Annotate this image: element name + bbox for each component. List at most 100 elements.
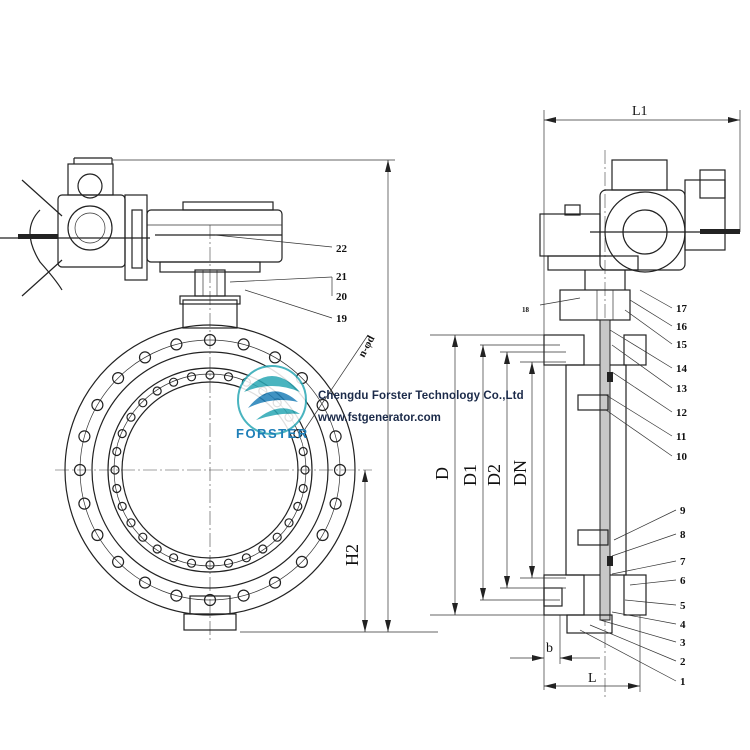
leader-line bbox=[639, 289, 673, 309]
valve-shaft bbox=[599, 319, 611, 621]
part-label-4: 4 bbox=[680, 619, 686, 631]
bolt-hole bbox=[329, 497, 342, 510]
outer-flange bbox=[64, 324, 356, 616]
seat-bolt bbox=[138, 532, 148, 542]
side-mounting-plate bbox=[547, 255, 639, 271]
seat-bolt bbox=[117, 501, 127, 511]
part-numbers: 22 21 20 19 18 17 16 15 14 13 12 11 10 9… bbox=[336, 243, 688, 688]
part-label-2: 2 bbox=[680, 656, 686, 668]
seat-bolt bbox=[205, 560, 215, 570]
seat-bolt bbox=[186, 558, 197, 568]
side-body bbox=[565, 364, 627, 576]
part-label-13: 13 bbox=[676, 383, 688, 395]
bolt-hole bbox=[91, 528, 104, 542]
bolt-hole bbox=[170, 589, 183, 602]
leader-line bbox=[589, 624, 677, 662]
bolt-hole bbox=[316, 528, 329, 542]
seat-bolt bbox=[126, 518, 136, 528]
part-label-20: 20 bbox=[336, 291, 348, 303]
side-gear-box bbox=[539, 213, 601, 257]
leader-line bbox=[605, 409, 673, 457]
bore-circle bbox=[121, 381, 299, 559]
holes-leader bbox=[302, 334, 369, 433]
bolt-hole bbox=[111, 555, 125, 569]
seat-bolt bbox=[284, 518, 294, 528]
bolt-circle bbox=[79, 339, 341, 601]
part-label-16: 16 bbox=[676, 321, 688, 333]
bottom-plug bbox=[566, 614, 613, 634]
disc-upper-section bbox=[577, 394, 609, 411]
motor-top-box bbox=[67, 163, 114, 196]
dim-label-d2: D2 bbox=[484, 464, 504, 486]
seat-bolt bbox=[112, 483, 122, 494]
dim-label-d: D bbox=[432, 467, 452, 480]
part-label-5: 5 bbox=[680, 600, 686, 612]
brand-logo bbox=[237, 365, 307, 435]
bolt-hole bbox=[268, 351, 282, 364]
bolt-hole bbox=[237, 589, 250, 602]
seat-bolt bbox=[258, 544, 268, 554]
seat-bolt bbox=[205, 370, 215, 380]
leader-line bbox=[629, 579, 677, 586]
dim-label-d1: D1 bbox=[460, 464, 480, 486]
bolt-hole bbox=[268, 576, 282, 589]
watermark-url: www.fstgenerator.com bbox=[318, 412, 441, 424]
part-label-3: 3 bbox=[680, 637, 686, 649]
seat-bolt bbox=[169, 377, 179, 387]
part-leaders bbox=[579, 289, 677, 682]
part-label-10: 10 bbox=[676, 451, 688, 463]
seat-bolt bbox=[241, 553, 251, 563]
part-label-21: 21 bbox=[336, 271, 347, 283]
leader-line bbox=[579, 629, 677, 682]
valve-neck bbox=[182, 299, 238, 329]
seat-bolt bbox=[223, 372, 234, 382]
inner-flange-ring bbox=[107, 367, 313, 573]
bolt-hole bbox=[78, 497, 91, 510]
side-right-flange-top bbox=[623, 334, 647, 366]
dim-label-l1: L1 bbox=[632, 104, 648, 119]
seat-bolt bbox=[152, 544, 162, 554]
part-label-1: 1 bbox=[680, 676, 686, 688]
side-left-flange-bottom bbox=[543, 574, 585, 616]
leader-line bbox=[629, 299, 673, 327]
part-label-7: 7 bbox=[680, 556, 686, 568]
dim-label-holes: n-φd bbox=[356, 334, 377, 360]
side-motor bbox=[684, 179, 726, 251]
bolt-hole bbox=[170, 338, 183, 351]
side-right-flange-bottom bbox=[623, 574, 647, 616]
side-top-cover bbox=[611, 159, 668, 191]
watermark-brand: FORSTER bbox=[236, 426, 309, 441]
part-label-14: 14 bbox=[676, 363, 688, 375]
seat-bolt bbox=[298, 446, 308, 457]
front-view bbox=[0, 157, 438, 640]
leader-line bbox=[611, 371, 673, 413]
yoke bbox=[194, 269, 226, 297]
side-yoke bbox=[559, 289, 631, 321]
bottom-cap bbox=[183, 613, 237, 631]
leader-line bbox=[624, 599, 677, 606]
bolt-hole bbox=[237, 338, 250, 351]
handwheel-spoke bbox=[21, 179, 63, 217]
handwheel-hub bbox=[67, 205, 113, 251]
gear-box bbox=[146, 209, 283, 263]
seat-bolt bbox=[138, 398, 148, 408]
bolt-hole bbox=[316, 398, 329, 412]
part-label-22: 22 bbox=[336, 243, 348, 255]
bolt-hole bbox=[138, 576, 152, 589]
seat-bolt bbox=[152, 386, 162, 396]
part-label-8: 8 bbox=[680, 529, 686, 541]
bolt-hole bbox=[78, 430, 91, 443]
disc-lower-section bbox=[577, 529, 609, 546]
bolt-hole bbox=[111, 372, 125, 385]
dim-label-l: L bbox=[588, 671, 597, 686]
leader-line bbox=[624, 309, 673, 345]
leader-line bbox=[605, 394, 673, 437]
leader-line bbox=[611, 611, 677, 625]
seat-bolt bbox=[293, 429, 303, 439]
part-label-18: 18 bbox=[522, 306, 530, 314]
seat-bolt bbox=[169, 553, 179, 563]
seat-bolt bbox=[300, 465, 310, 475]
leader-line bbox=[611, 560, 677, 575]
